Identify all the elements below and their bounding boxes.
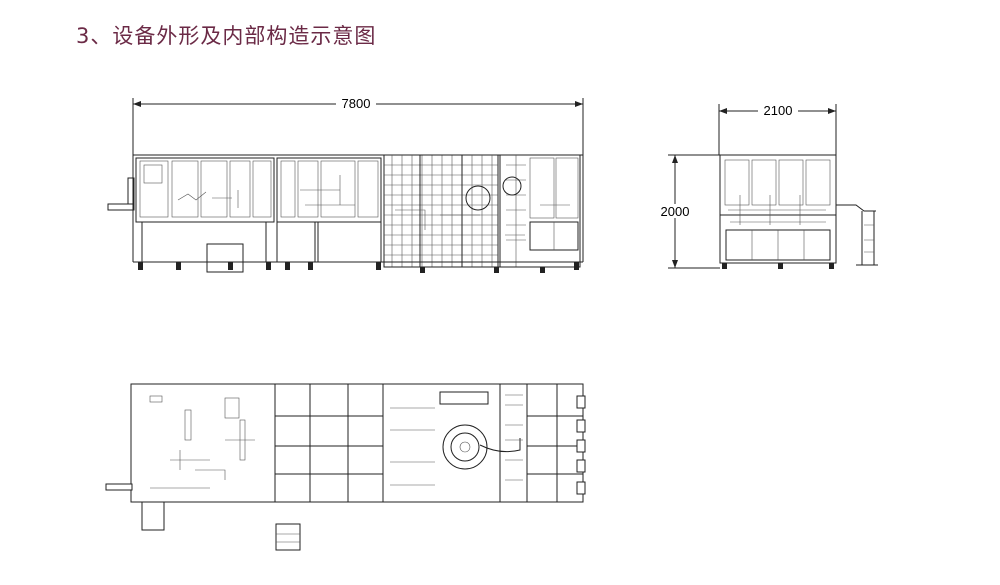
side-view: 2100 2000 [656, 103, 878, 269]
front-width-dimension: 7800 [342, 96, 371, 111]
side-width-dimension: 2100 [764, 103, 793, 118]
side-height-dimension: 2000 [661, 204, 690, 219]
front-view: 7800 [107, 96, 584, 273]
page-title: 3、设备外形及内部构造示意图 [76, 24, 377, 48]
top-view [105, 383, 586, 551]
